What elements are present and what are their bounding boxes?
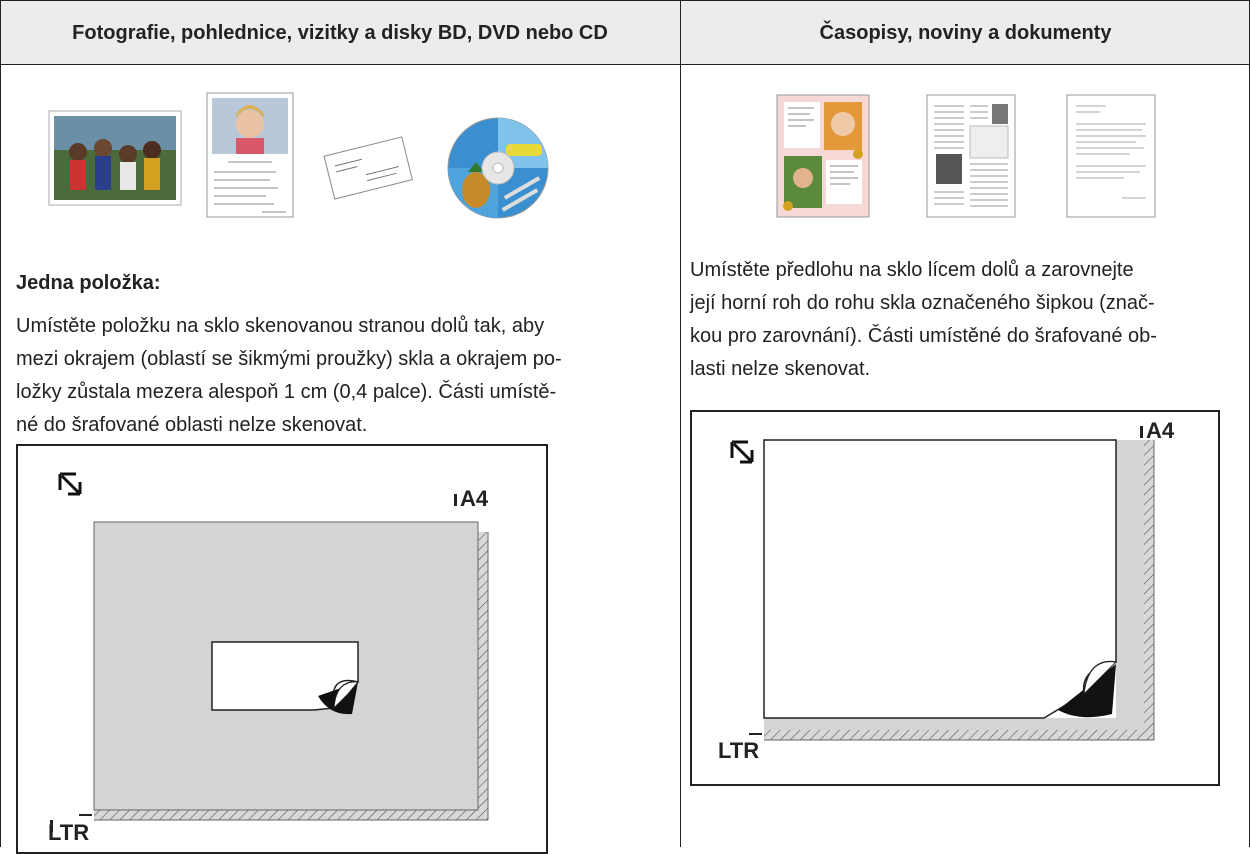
single-item-label: Jedna položka: [16,272,161,294]
left-paragraph-line-1: Umístěte položku na sklo skenovanou stra… [16,315,545,337]
left-ltr-label: LTR [48,820,90,845]
alignment-arrow-icon [58,472,82,496]
left-header-title: Fotografie, pohlednice, vizitky a disky … [72,22,608,44]
right-paragraph-line-1: Umístěte předlohu na sklo lícem dolů a z… [690,259,1134,281]
left-paragraph-line-3: ložky zůstala mezera alespoň 1 cm (0,4 p… [16,381,557,403]
newspaper-thumbnail [926,94,1016,223]
magazine-thumbnail [776,94,870,223]
left-paragraph-line-4: né do šrafované oblasti nelze skenovat. [16,414,368,436]
header-divider [0,64,1250,65]
right-header-title: Časopisy, noviny a dokumenty [819,22,1112,44]
right-ltr-label: LTR [718,738,760,763]
photo-thumbnail [48,110,182,211]
left-header-cell: Fotografie, pohlednice, vizitky a disky … [0,0,680,64]
column-divider [680,0,681,847]
disc-thumbnail [446,116,550,225]
right-platen-diagram: A4 LTR [690,410,1220,786]
business-card-thumbnail [318,132,418,207]
alignment-arrow-icon [730,440,754,464]
table-top-border [0,0,1250,1]
right-a4-label: A4 [1146,418,1175,443]
left-platen-diagram: A4 LTR [16,444,548,854]
postcard-thumbnail [206,92,294,223]
left-a4-label: A4 [460,486,489,511]
table-left-border [0,0,1,847]
left-paragraph-line-2: mezi okrajem (oblastí se šikmými proužky… [16,348,562,370]
right-header-cell: Časopisy, noviny a dokumenty [681,0,1250,64]
right-paragraph-line-2: její horní roh do rohu skla označeného š… [690,292,1155,314]
right-paragraph-line-4: lasti nelze skenovat. [690,358,871,380]
right-paragraph-line-3: kou pro zarovnání). Části umístěné do šr… [690,325,1157,347]
document-thumbnail [1066,94,1156,223]
